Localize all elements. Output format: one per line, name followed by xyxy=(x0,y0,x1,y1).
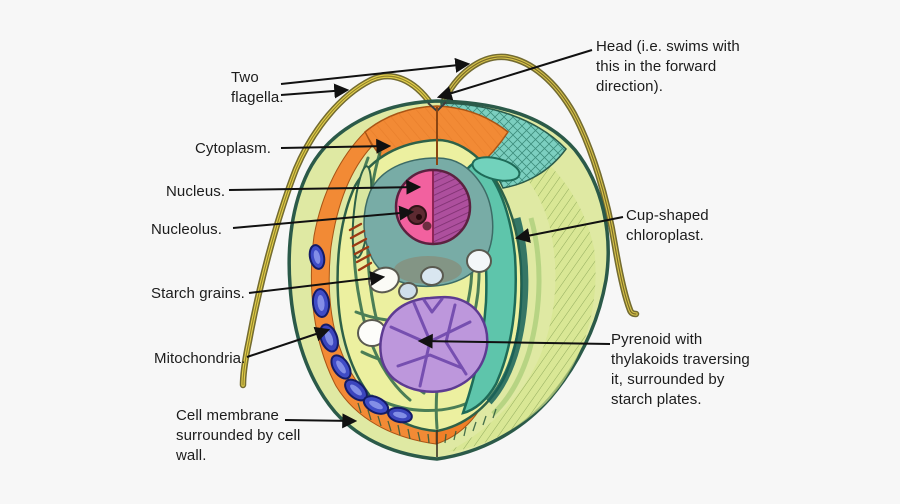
label-head: Head (i.e. swims with this in the forwar… xyxy=(596,38,740,95)
label-nucleus: Nucleus. xyxy=(166,183,226,200)
mitochondrion xyxy=(362,395,390,415)
arrow-two-flagella-upper xyxy=(280,57,471,85)
golgi-stacks xyxy=(348,222,373,272)
arrow-mitochondria xyxy=(246,326,331,358)
flagellum-right xyxy=(439,53,640,318)
pyrenoid xyxy=(379,295,489,393)
label-pyrenoid: Pyrenoid with thylakoids traversing it, … xyxy=(611,331,750,408)
label-cup-chloroplast: Cup-shaped chloroplast. xyxy=(626,207,709,244)
arrow-head xyxy=(436,49,593,101)
cell-seams xyxy=(427,101,447,457)
arrow-starch-grains xyxy=(248,271,386,294)
annotation-arrows xyxy=(228,49,624,429)
flagellum-left xyxy=(239,72,435,389)
arrow-nucleus xyxy=(228,179,422,195)
mitochondrion xyxy=(330,354,352,380)
arrow-two-flagella-lower xyxy=(280,83,350,99)
nucleus xyxy=(394,168,472,246)
label-cell-membrane: Cell membrane surrounded by cell wall. xyxy=(176,407,301,464)
arrow-pyrenoid xyxy=(417,333,611,349)
label-starch-grains: Starch grains. xyxy=(151,285,245,302)
chloroplast xyxy=(461,156,542,416)
label-two-flagella: Two flagella. xyxy=(231,69,284,106)
label-cytoplasm: Cytoplasm. xyxy=(195,140,272,157)
mitochondrion xyxy=(311,288,331,318)
cell-wall-right-shading xyxy=(448,118,596,452)
arrow-nucleolus xyxy=(232,205,415,229)
label-mitochondria: Mitochondria. xyxy=(154,350,246,367)
cell-wall-bottom-hatch xyxy=(357,402,497,444)
arrow-cytoplasm xyxy=(280,138,392,154)
mitochondria-group xyxy=(308,244,413,424)
mitochondrion xyxy=(308,244,326,270)
arrow-cell-membrane xyxy=(284,413,358,429)
arrow-cup-chloroplast xyxy=(514,216,624,243)
label-nucleolus: Nucleolus. xyxy=(151,221,223,238)
mitochondrion xyxy=(387,406,413,424)
